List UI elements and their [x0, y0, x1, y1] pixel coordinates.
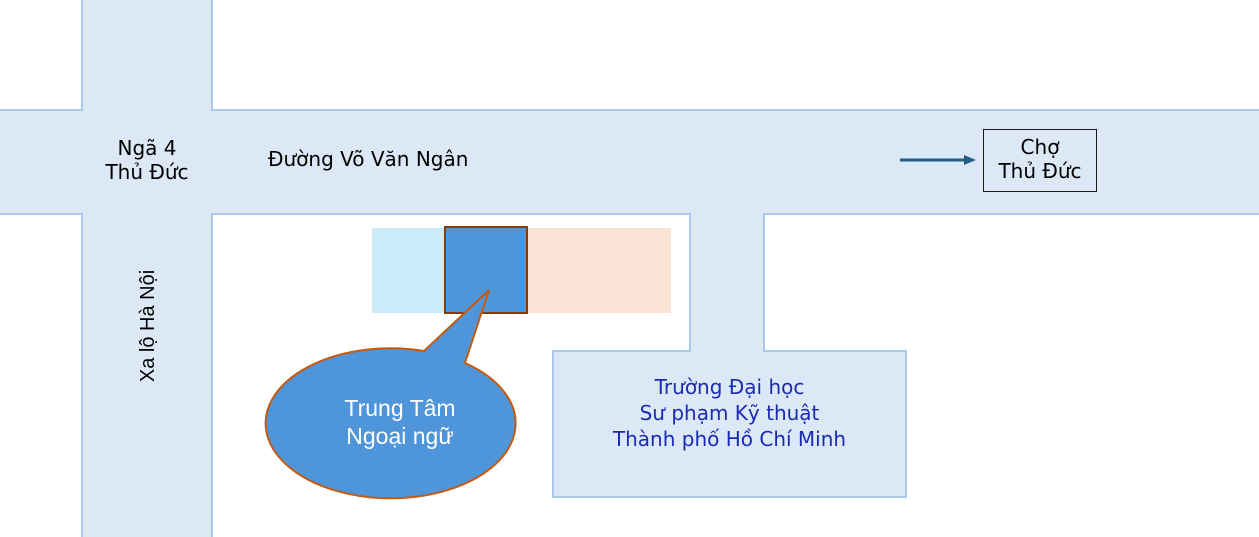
building-right [527, 228, 671, 313]
callout-bubble [264, 289, 517, 500]
street-label: Đường Võ Văn Ngân [268, 147, 469, 171]
university-label-line3: Thành phố Hồ Chí Minh [612, 427, 847, 451]
building-left [372, 228, 446, 313]
university-label-line2: Sư phạm Kỹ thuật [639, 401, 820, 425]
intersection-label: Ngã 4 Thủ Đức [82, 136, 212, 184]
intersection-label-line1: Ngã 4 [117, 136, 177, 160]
university-label[interactable]: Trường Đại học Sư phạm Kỹ thuật Thành ph… [553, 351, 906, 497]
intersection-label-line2: Thủ Đức [105, 160, 189, 184]
callout-label: Trung Tâm Ngoại ngữ [300, 394, 500, 450]
highway-label: Xa lộ Hà Nội [137, 269, 159, 383]
university-block [553, 351, 906, 497]
market-label-line1: Chợ [1020, 135, 1060, 159]
arrow-right-icon [900, 155, 976, 165]
callout-label-line2: Ngoại ngữ [346, 423, 454, 450]
market-box[interactable]: Chợ Thủ Đức [983, 129, 1097, 192]
callout-label-line1: Trung Tâm [344, 395, 456, 421]
road-xa-lo-ha-noi [82, 0, 212, 537]
road-side-street [690, 214, 764, 354]
market-label-line2: Thủ Đức [998, 159, 1082, 183]
university-label-line1: Trường Đại học [654, 375, 805, 399]
